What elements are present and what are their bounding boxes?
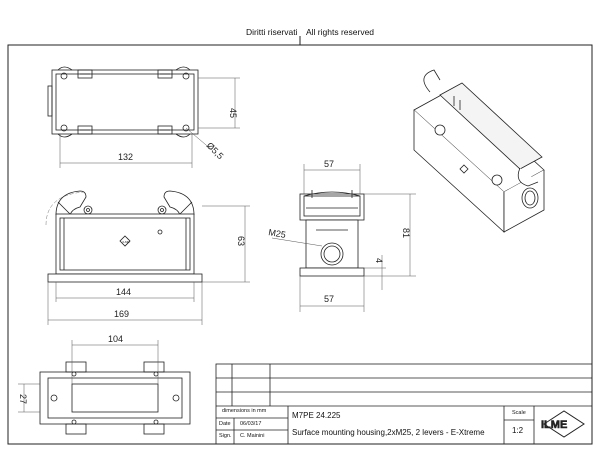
dim-bottom-height: 27 — [18, 394, 28, 404]
dim-front-inner: 144 — [116, 287, 131, 297]
date-label: Date — [219, 421, 231, 427]
sign-label: Sign. — [219, 433, 232, 439]
date-value: 06/03/17 — [240, 421, 262, 427]
front-view: ILME — [47, 190, 203, 283]
bottom-view-dims — [18, 340, 159, 413]
rights-english: All rights reserved — [306, 27, 375, 37]
dim-side-width-top: 57 — [324, 159, 334, 169]
rights-italian: Diritti riservati — [246, 27, 298, 37]
title-block — [215, 363, 593, 445]
dim-hole: Ø5,5 — [205, 140, 226, 161]
scale-value: 1:2 — [512, 426, 524, 435]
product-description: Surface mounting housing,2xM25, 2 levers… — [292, 428, 485, 437]
side-view — [299, 190, 365, 277]
isometric-view — [413, 69, 545, 233]
dim-top-height: 45 — [228, 108, 238, 118]
dim-bottom-width: 104 — [108, 334, 123, 344]
dim-side-width-bottom: 57 — [324, 294, 334, 304]
top-view-dims — [59, 77, 240, 168]
product-code: M7PE 24.225 — [292, 411, 341, 420]
dim-note: dimensions in mm — [222, 408, 267, 414]
dim-top-width: 132 — [118, 152, 133, 162]
svg-text:ILME: ILME — [123, 240, 130, 244]
scale-label: Scale — [512, 410, 526, 416]
side-view-dims — [271, 164, 416, 312]
front-view-dims — [47, 205, 250, 325]
dim-front-height: 63 — [236, 236, 246, 246]
dim-side-small: 4 — [374, 258, 384, 263]
front-view-arc — [45, 191, 85, 226]
sign-value: C. Mainini — [240, 433, 265, 439]
ilme-logo: ILME — [541, 419, 567, 431]
top-view — [47, 66, 199, 138]
bottom-view — [39, 361, 191, 435]
dim-front-total: 169 — [114, 309, 129, 319]
dim-thread: M25 — [268, 227, 287, 240]
dim-side-height: 81 — [401, 228, 411, 238]
